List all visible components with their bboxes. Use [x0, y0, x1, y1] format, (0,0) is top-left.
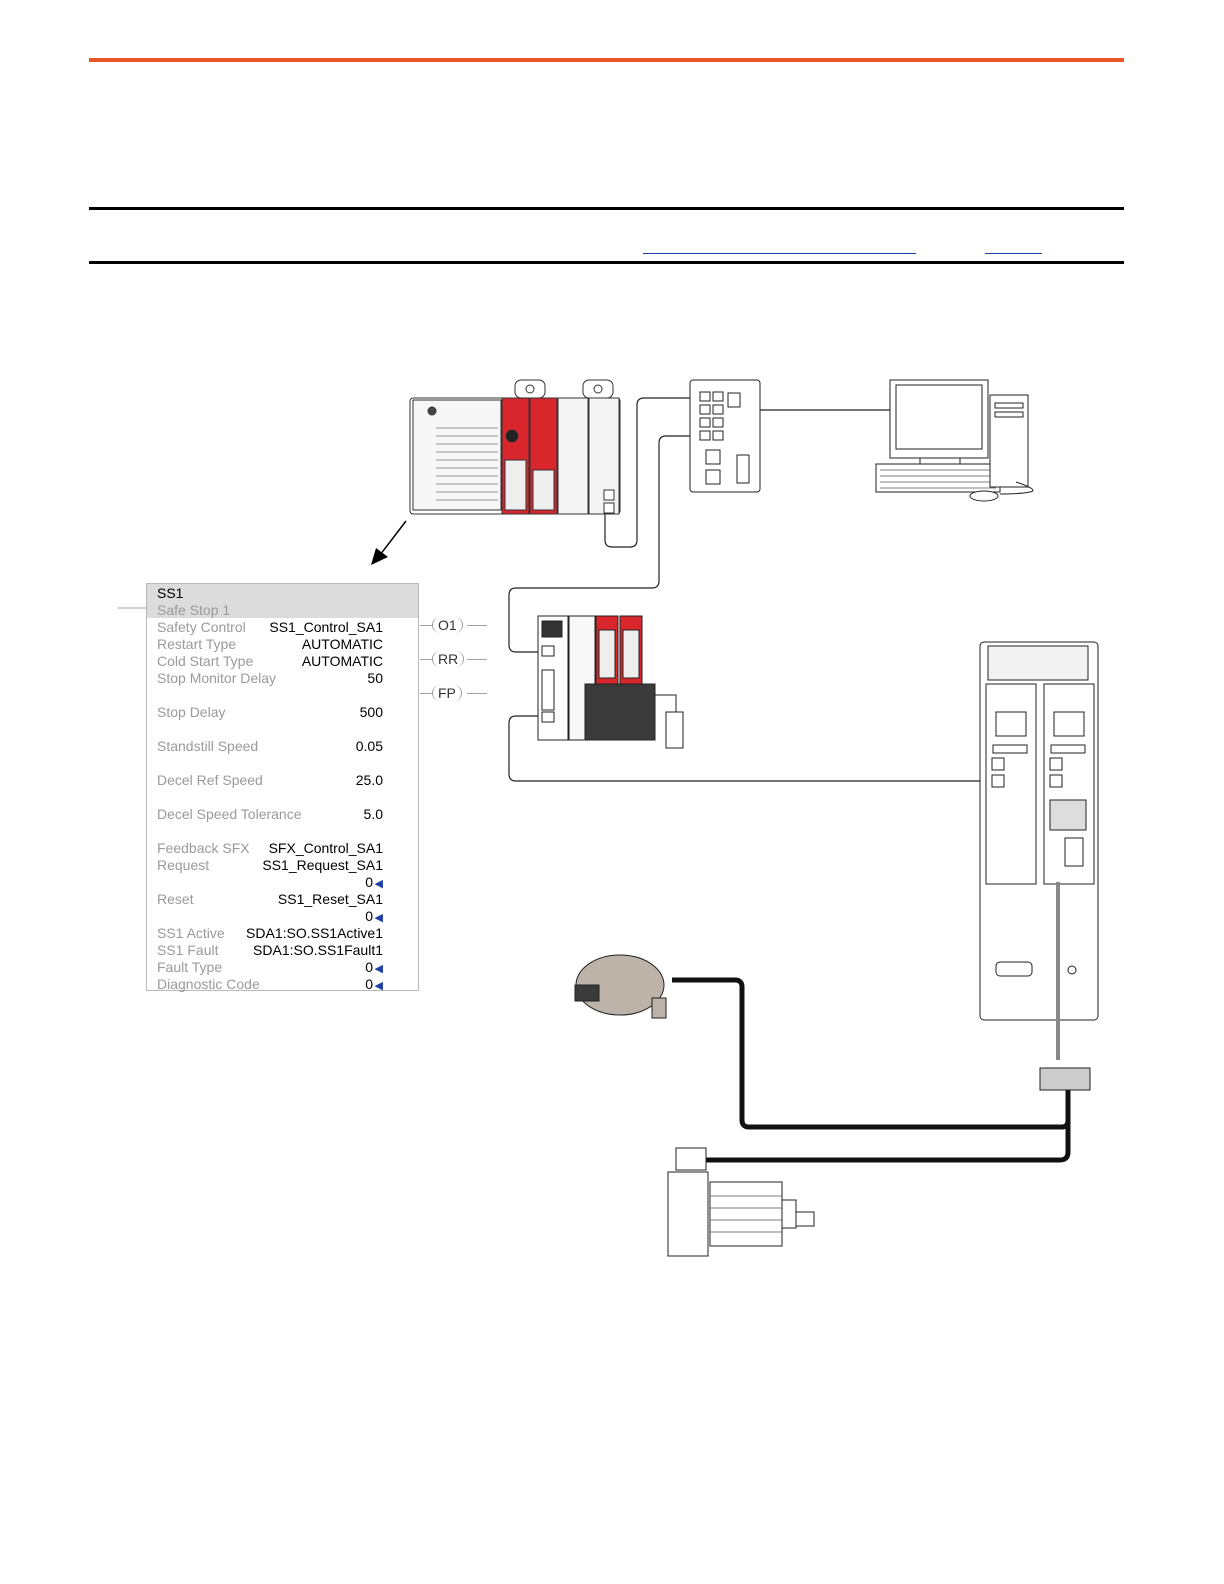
param-row: Diagnostic Code — [157, 976, 383, 993]
param-value[interactable]: 0.05 — [355, 738, 383, 754]
pin-label: FP — [432, 685, 462, 701]
pointer-arrow — [371, 520, 407, 565]
param-row: Restart Type AUTOMATIC — [157, 636, 383, 653]
output-arrow-icon: ◀ — [374, 980, 383, 992]
param-label: Restart Type — [157, 636, 237, 652]
param-row: Feedback SFX SFX_Control_SA1 — [157, 840, 383, 857]
input-arrow-icon: ◀ — [374, 878, 383, 890]
controllogix-chassis — [409, 379, 621, 515]
param-row: Request SS1_Request_SA1 — [157, 857, 383, 874]
table-top-rule — [89, 207, 1124, 210]
motor-feedback-cables — [672, 977, 1071, 1163]
pin-label: RR — [432, 651, 465, 667]
param-value[interactable]: 5.0 — [363, 806, 383, 822]
table-bottom-rule — [89, 261, 1124, 264]
param-value[interactable]: SFX_Control_SA1 — [268, 840, 383, 856]
param-label: Fault Type — [157, 959, 223, 975]
param-label: Decel Ref Speed — [157, 772, 263, 788]
param-row: Cold Start Type AUTOMATIC — [157, 653, 383, 670]
encoder — [574, 954, 667, 1019]
reset-value: 0◀ — [365, 908, 383, 924]
servo-drive — [979, 641, 1099, 1021]
param-row: SS1 Active SDA1:SO.SS1Active1 — [157, 925, 383, 942]
request-value: 0◀ — [365, 874, 383, 890]
output-pin-rr[interactable]: RR — [420, 651, 487, 669]
param-label: Request — [157, 857, 210, 873]
param-row: Fault Type — [157, 959, 383, 976]
param-value[interactable]: AUTOMATIC — [301, 653, 383, 669]
workstation-computer — [875, 379, 1034, 502]
param-row: SS1 Fault SDA1:SO.SS1Fault1 — [157, 942, 383, 959]
param-value[interactable]: 50 — [367, 670, 383, 686]
safe-stop-function-block[interactable]: SS1 Safe Stop 1 Safety Control SS1_Contro… — [146, 583, 419, 993]
param-value[interactable]: SDA1:SO.SS1Fault1 — [253, 942, 383, 958]
param-label: Standstill Speed — [157, 738, 259, 754]
param-label: Stop Delay — [157, 704, 226, 720]
output-pin-o1[interactable]: O1 — [420, 617, 487, 635]
param-row: Decel Ref Speed 25.0 — [157, 772, 383, 789]
param-label: Safety Control — [157, 619, 246, 635]
param-row: Decel Speed Tolerance 5.0 — [157, 806, 383, 823]
output-pin-fp[interactable]: FP — [420, 685, 487, 703]
output-arrow-icon: ◀ — [374, 963, 383, 975]
block-name: SS1 — [157, 585, 184, 601]
param-row: Stop Monitor Delay 50 — [157, 670, 383, 687]
param-value[interactable]: SS1_Request_SA1 — [262, 857, 383, 873]
param-row: Safety Control SS1_Control_SA1 — [157, 619, 383, 636]
param-value[interactable]: AUTOMATIC — [301, 636, 383, 652]
servo-motor — [667, 1147, 815, 1257]
param-label: SS1 Fault — [157, 942, 219, 958]
fault-type-value: 0◀ — [365, 959, 383, 975]
param-label: Cold Start Type — [157, 653, 254, 669]
param-label: Feedback SFX — [157, 840, 250, 856]
block-description: Safe Stop 1 — [157, 602, 231, 618]
pin-label: O1 — [432, 617, 463, 633]
param-label: SS1 Active — [157, 925, 225, 941]
diagnostic-code-value: 0◀ — [365, 976, 383, 992]
param-value[interactable]: 25.0 — [355, 772, 383, 788]
safety-io-adapter — [537, 615, 684, 749]
input-arrow-icon: ◀ — [374, 912, 383, 924]
hyperlink-underline[interactable] — [643, 253, 916, 254]
param-row: Reset SS1_Reset_SA1 — [157, 891, 383, 908]
param-row: Stop Delay 500 — [157, 704, 383, 721]
ethernet-switch — [689, 379, 761, 493]
param-value[interactable]: SS1_Control_SA1 — [269, 619, 383, 635]
param-label: Reset — [157, 891, 194, 907]
param-label: Stop Monitor Delay — [157, 670, 277, 686]
param-row: Standstill Speed 0.05 — [157, 738, 383, 755]
param-label: Decel Speed Tolerance — [157, 806, 302, 822]
param-value[interactable]: SDA1:SO.SS1Active1 — [246, 925, 383, 941]
block-header: SS1 Safe Stop 1 — [147, 584, 418, 618]
param-value[interactable]: SS1_Reset_SA1 — [277, 891, 383, 907]
param-label: Diagnostic Code — [157, 976, 260, 992]
top-accent-rule — [89, 58, 1124, 62]
param-value[interactable]: 500 — [359, 704, 383, 720]
hyperlink-underline-short[interactable] — [985, 253, 1042, 254]
